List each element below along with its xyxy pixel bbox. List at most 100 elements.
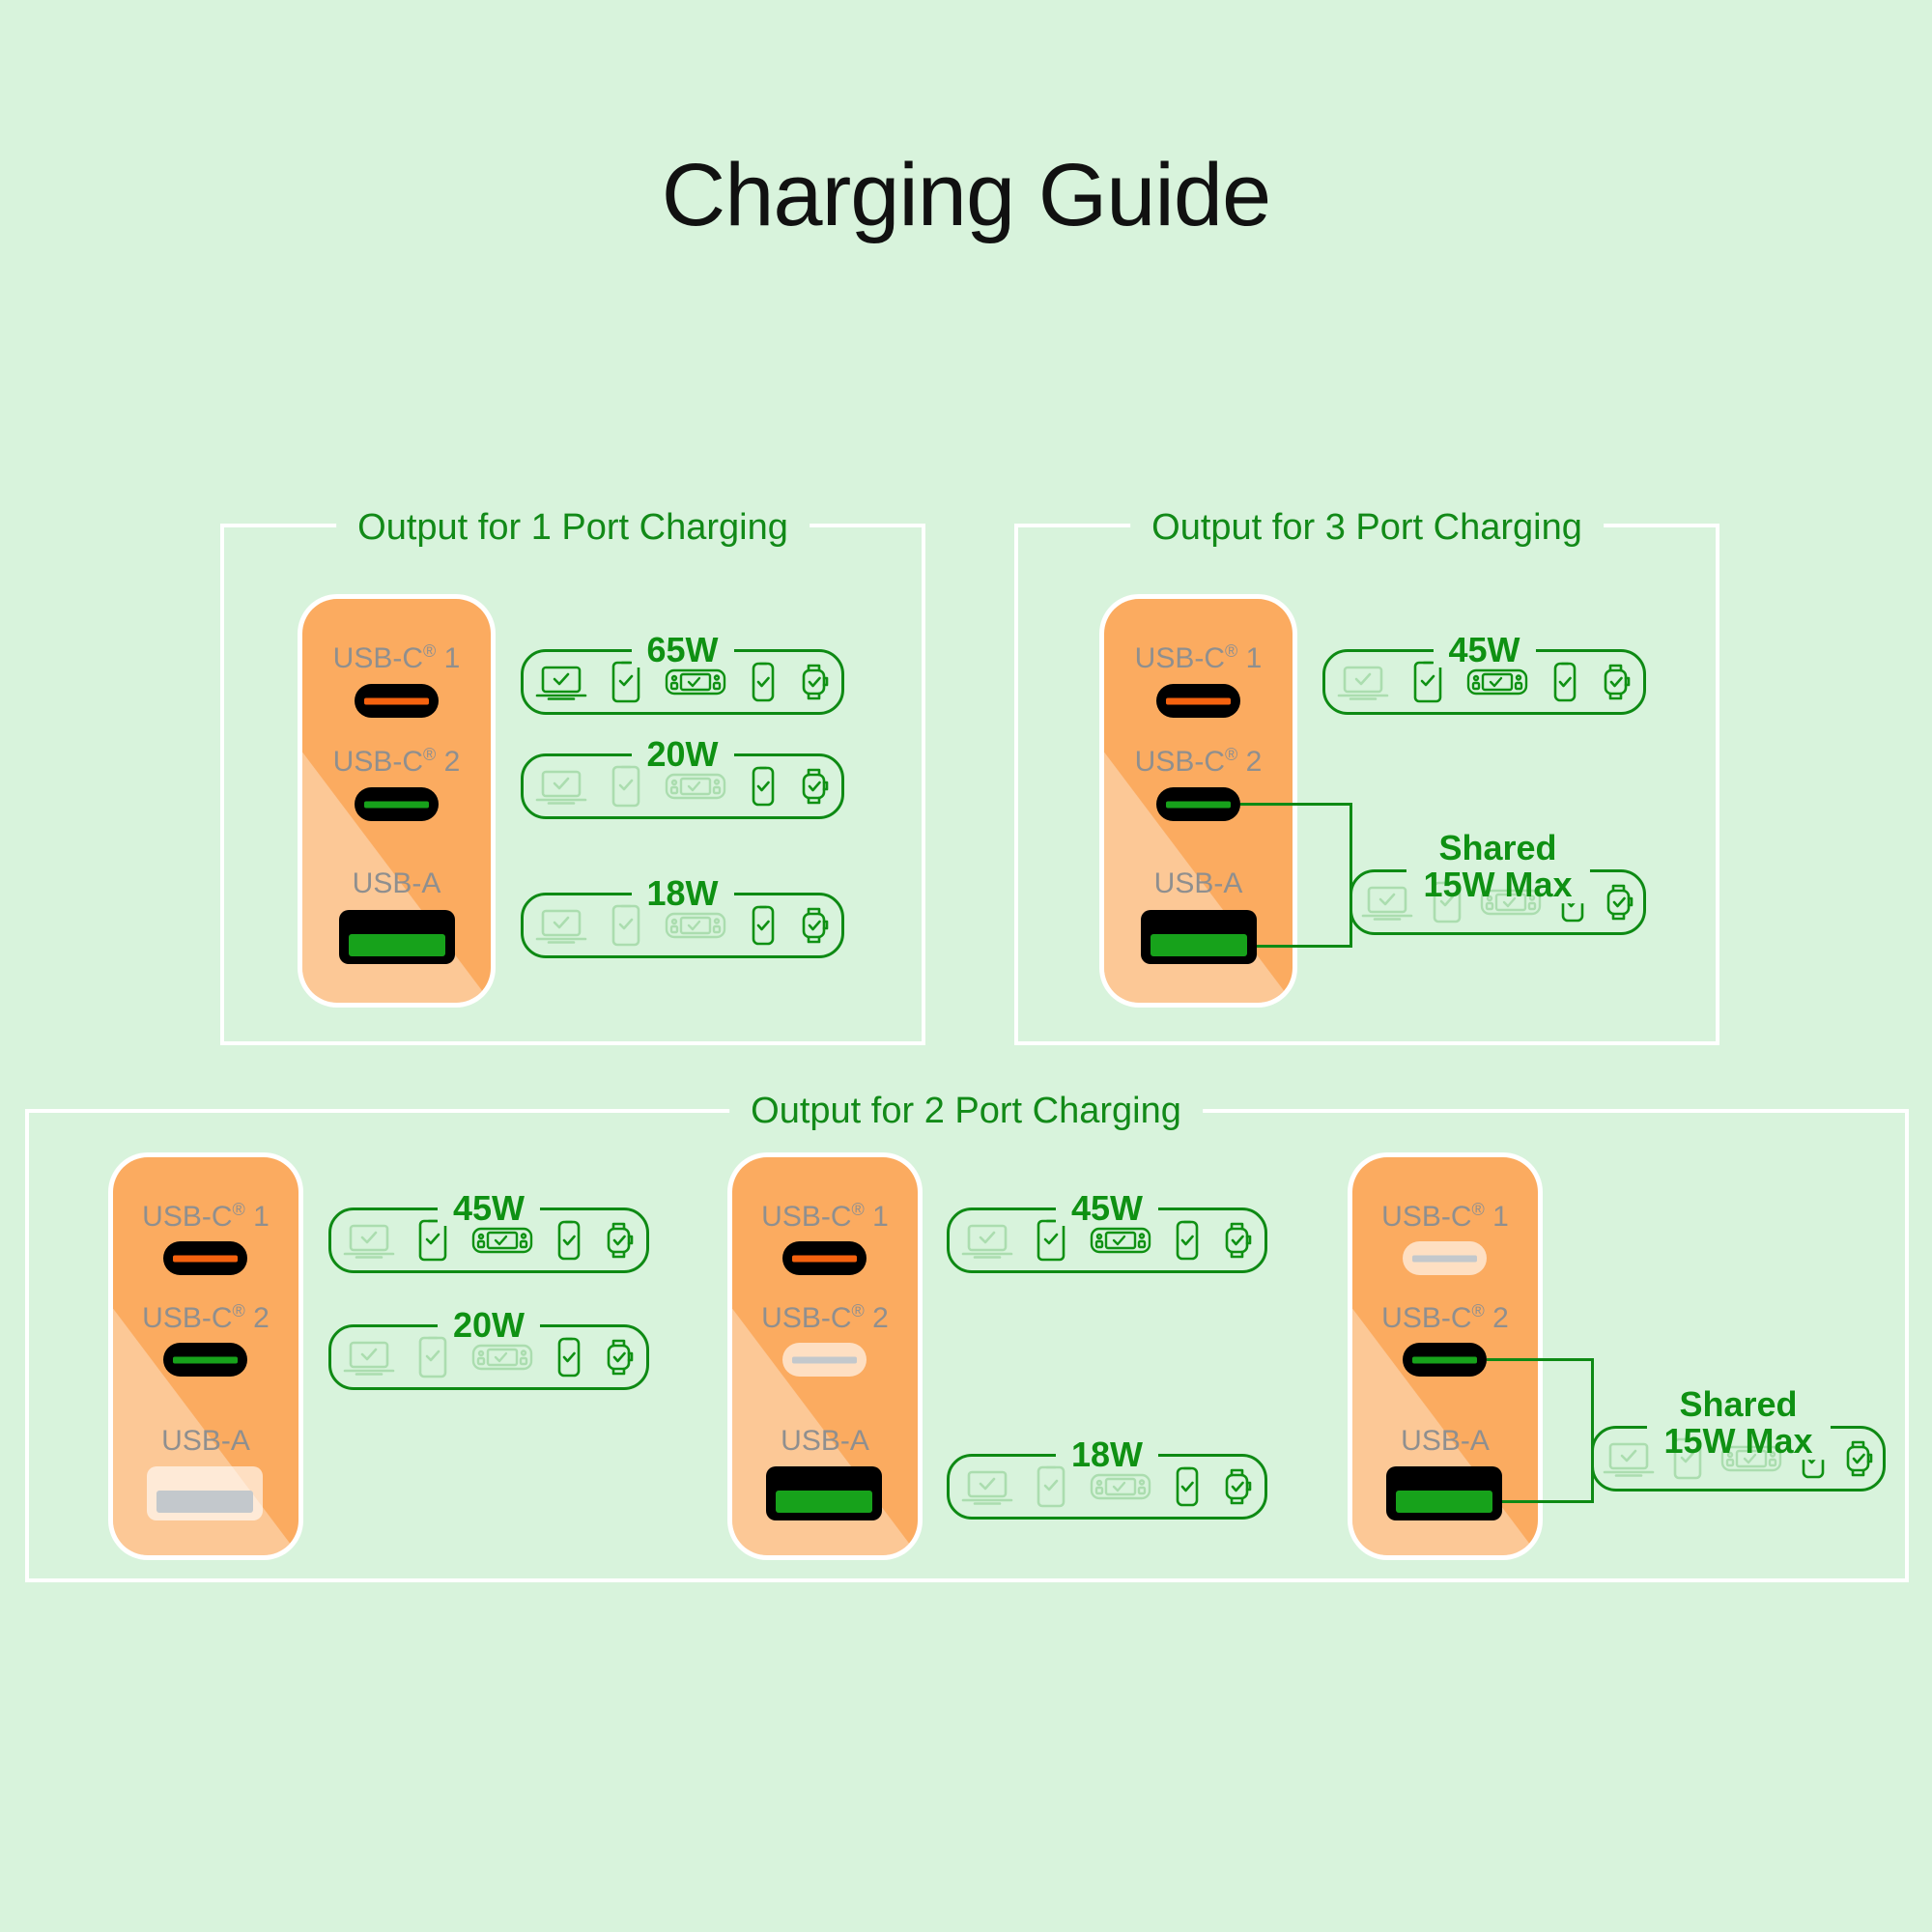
- page-title: Charging Guide: [661, 146, 1271, 244]
- shared-line1: Shared: [1679, 1384, 1798, 1425]
- port-usbc2-disabled: [782, 1343, 867, 1377]
- shared-line2: 15W Max: [1423, 865, 1573, 904]
- laptop-icon: [343, 1221, 395, 1260]
- watch-icon: [1601, 662, 1632, 702]
- watch-icon: [799, 662, 830, 702]
- port-usbc1: [355, 684, 439, 718]
- watch-icon: [799, 905, 830, 946]
- phone-icon: [1175, 1220, 1200, 1261]
- port-usba: [339, 910, 455, 964]
- watch-icon: [1604, 882, 1634, 923]
- port-label-usbc1: USB-C® 1: [1381, 1200, 1509, 1233]
- port-label-usbc2: USB-C® 2: [761, 1301, 889, 1334]
- watt-label-18w: 18W: [1055, 1437, 1159, 1472]
- watt-label-45w: 45W: [1433, 633, 1536, 668]
- phone-icon: [1175, 1466, 1200, 1507]
- handheld-console-icon: [1720, 1441, 1782, 1476]
- capability-row-18w: 18W: [521, 876, 844, 958]
- port-label-usba: USB-A: [1153, 867, 1243, 899]
- shared-line2: 15W Max: [1663, 1421, 1813, 1461]
- port-label-usbc1: USB-C® 1: [1134, 641, 1263, 674]
- tablet-icon: [611, 765, 641, 808]
- port-label-usbc1: USB-C® 1: [761, 1200, 889, 1233]
- watt-label-18w: 18W: [631, 876, 734, 911]
- tablet-icon: [417, 1219, 448, 1262]
- tablet-icon: [1432, 881, 1463, 923]
- tablet-icon: [1412, 661, 1443, 703]
- phone-icon: [556, 1220, 582, 1261]
- watch-icon: [799, 766, 830, 807]
- port-label-usbc1: USB-C® 1: [332, 641, 461, 674]
- tablet-icon: [1036, 1219, 1066, 1262]
- connector-wire-vertical-lower: [1591, 1454, 1594, 1503]
- watt-label-shared: Shared 15W Max: [1406, 828, 1590, 904]
- connector-wire-vertical: [1350, 803, 1352, 899]
- laptop-icon: [535, 663, 587, 701]
- section-title-one-port: Output for 1 Port Charging: [336, 509, 810, 546]
- tablet-icon: [1672, 1437, 1703, 1480]
- phone-icon: [751, 766, 776, 807]
- laptop-icon: [1337, 663, 1389, 701]
- handheld-console-icon: [471, 1340, 533, 1375]
- laptop-icon: [1603, 1439, 1655, 1478]
- connector-wire-vertical-lower: [1350, 898, 1352, 948]
- laptop-icon: [343, 1338, 395, 1377]
- tablet-icon: [417, 1336, 448, 1378]
- capability-row-shared-15w: Shared 15W Max: [1591, 1386, 1886, 1492]
- handheld-console-icon: [1480, 885, 1542, 920]
- port-label-usba: USB-A: [1401, 1425, 1490, 1457]
- watt-label-shared: Shared 15W Max: [1646, 1384, 1831, 1461]
- port-usbc2: [1156, 787, 1240, 821]
- port-label-usba: USB-A: [781, 1425, 869, 1457]
- tablet-icon: [611, 661, 641, 703]
- port-label-usbc2: USB-C® 2: [1134, 745, 1263, 778]
- capability-row-45w: 45W: [1322, 633, 1646, 715]
- port-usbc2: [1403, 1343, 1487, 1377]
- phone-icon: [556, 1337, 582, 1378]
- capability-row-shared-15w: Shared 15W Max: [1350, 830, 1646, 935]
- watt-label-45w: 45W: [1055, 1191, 1159, 1226]
- capability-row-20w: 20W: [521, 737, 844, 819]
- handheld-console-icon: [665, 665, 726, 699]
- connector-wire-usba: [1257, 945, 1352, 948]
- tablet-icon: [1036, 1465, 1066, 1508]
- port-label-usbc2: USB-C® 2: [142, 1301, 270, 1334]
- port-usbc1-disabled: [1403, 1241, 1487, 1275]
- watch-icon: [1843, 1438, 1874, 1479]
- laptop-icon: [961, 1221, 1013, 1260]
- watch-icon: [1222, 1220, 1253, 1261]
- watch-icon: [1222, 1466, 1253, 1507]
- section-title-two-port: Output for 2 Port Charging: [729, 1093, 1203, 1129]
- port-usbc1: [163, 1241, 247, 1275]
- laptop-icon: [535, 906, 587, 945]
- laptop-icon: [1361, 883, 1413, 922]
- watch-icon: [604, 1337, 635, 1378]
- handheld-console-icon: [1466, 665, 1528, 699]
- handheld-console-icon: [665, 769, 726, 804]
- connector-wire-usbc2: [1240, 803, 1352, 806]
- port-label-usbc2: USB-C® 2: [1381, 1301, 1509, 1334]
- watt-label-45w: 45W: [437, 1191, 541, 1226]
- port-usbc1: [1156, 684, 1240, 718]
- capability-row-45w: 45W: [947, 1191, 1267, 1273]
- phone-icon: [751, 905, 776, 946]
- handheld-console-icon: [665, 908, 726, 943]
- shared-line1: Shared: [1438, 828, 1557, 868]
- port-usba: [766, 1466, 882, 1520]
- capability-row-65w: 65W: [521, 633, 844, 715]
- handheld-console-icon: [1090, 1469, 1151, 1504]
- laptop-icon: [961, 1467, 1013, 1506]
- capability-row-20w: 20W: [328, 1308, 649, 1390]
- port-label-usbc2: USB-C® 2: [332, 745, 461, 778]
- port-usbc2: [355, 787, 439, 821]
- capability-row-18w: 18W: [947, 1437, 1267, 1520]
- connector-wire-usbc2: [1487, 1358, 1594, 1361]
- phone-icon: [751, 662, 776, 702]
- tablet-icon: [611, 904, 641, 947]
- port-label-usbc1: USB-C® 1: [142, 1200, 270, 1233]
- port-usbc2: [163, 1343, 247, 1377]
- section-title-three-port: Output for 3 Port Charging: [1130, 509, 1604, 546]
- port-usba-disabled: [147, 1466, 263, 1520]
- connector-wire-vertical: [1591, 1358, 1594, 1455]
